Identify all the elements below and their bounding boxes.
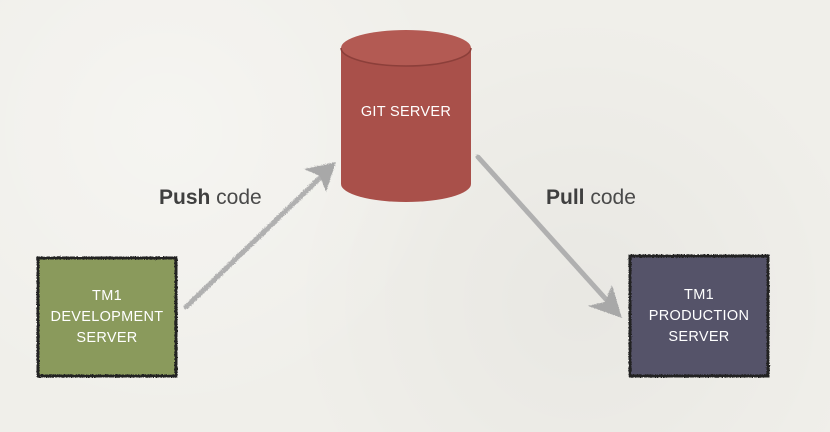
prod-server-line-1: TM1	[684, 287, 714, 303]
dev-server-line-1: TM1	[92, 288, 122, 304]
pull-verb: Pull	[546, 186, 585, 209]
prod-server-label: TM1 PRODUCTION SERVER	[630, 285, 768, 348]
push-code-label: Push code	[159, 186, 262, 210]
dev-server-line-2: DEVELOPMENT	[50, 309, 164, 325]
prod-server-line-3: SERVER	[668, 329, 730, 345]
pull-rest: code	[584, 186, 636, 209]
pull-code-label: Pull code	[546, 186, 636, 210]
pull-arrow	[475, 154, 622, 318]
dev-server-label: TM1 DEVELOPMENT SERVER	[38, 286, 176, 349]
dev-server-box	[36, 256, 178, 378]
dev-server-line-3: SERVER	[76, 330, 138, 346]
push-arrow	[183, 162, 336, 310]
push-rest: code	[210, 186, 262, 209]
push-verb: Push	[159, 186, 211, 209]
prod-server-box	[628, 254, 770, 378]
git-server-cylinder	[340, 30, 472, 202]
git-server-label: GIT SERVER	[360, 104, 452, 120]
prod-server-line-2: PRODUCTION	[648, 308, 750, 324]
